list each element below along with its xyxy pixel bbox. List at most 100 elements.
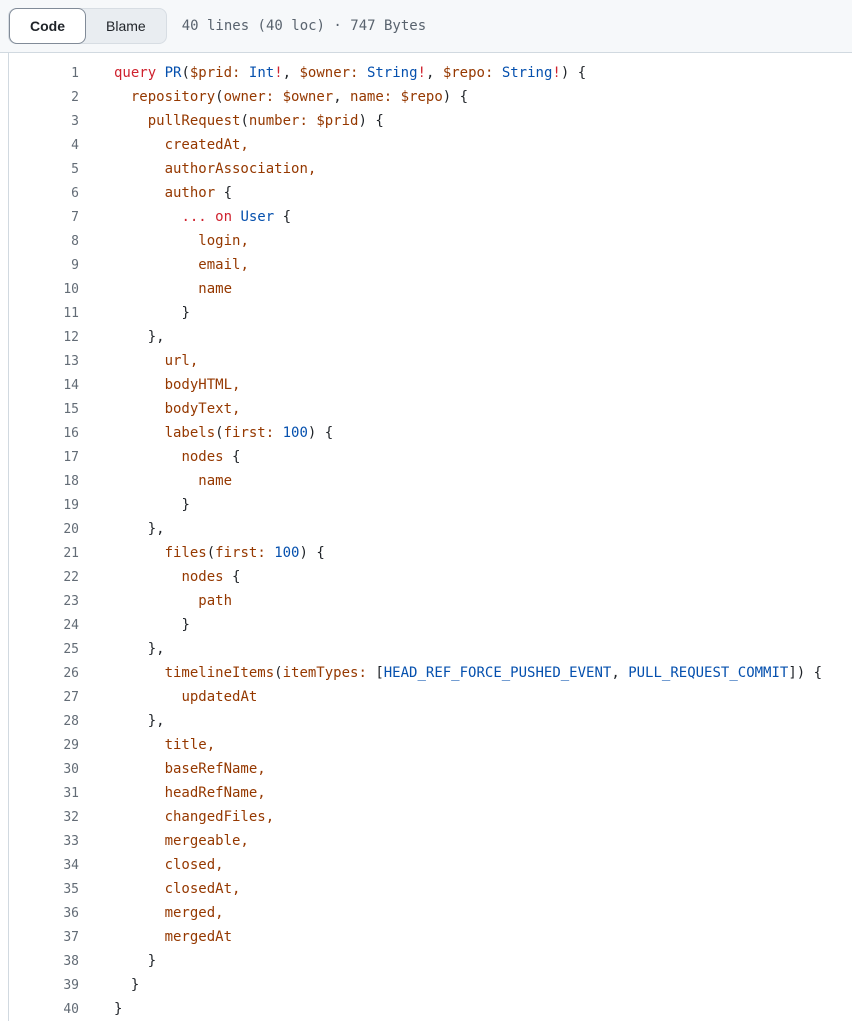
line-number[interactable]: 5 [71,161,79,177]
line-number[interactable]: 14 [63,377,79,393]
code-line: 6 author { [9,181,852,205]
code-line: 11 } [9,301,852,325]
line-content: name [198,473,233,489]
line-content: query PR($prid: Int!, $owner: String!, $… [114,65,587,81]
code-line: 3 pullRequest(number: $prid) { [9,109,852,133]
code-line: 18 name [9,469,852,493]
line-number[interactable]: 1 [71,65,79,81]
line-content: pullRequest(number: $prid) { [147,113,384,129]
line-content: }, [147,641,165,657]
code-line: 9 email, [9,253,852,277]
line-number[interactable]: 34 [63,857,79,873]
tab-blame[interactable]: Blame [86,8,166,44]
line-number[interactable]: 8 [71,233,79,249]
line-number[interactable]: 9 [71,257,79,273]
code-line: 19 } [9,493,852,517]
line-content: login, [198,233,249,249]
line-number[interactable]: 30 [63,761,79,777]
code-line: 7 ... on User { [9,205,852,229]
line-number[interactable]: 20 [63,521,79,537]
line-number[interactable]: 18 [63,473,79,489]
line-number[interactable]: 28 [63,713,79,729]
line-number[interactable]: 26 [63,665,79,681]
line-number[interactable]: 6 [71,185,79,201]
line-number[interactable]: 16 [63,425,79,441]
line-number[interactable]: 31 [63,785,79,801]
code-line: 1 query PR($prid: Int!, $owner: String!, … [9,61,852,85]
line-number[interactable]: 38 [63,953,79,969]
code-line: 30 baseRefName, [9,757,852,781]
code-line: 24 } [9,613,852,637]
line-number[interactable]: 36 [63,905,79,921]
line-content: }, [147,521,165,537]
line-number[interactable]: 27 [63,689,79,705]
line-content: } [181,305,190,321]
code-line: 31 headRefName, [9,781,852,805]
line-number[interactable]: 7 [71,209,79,225]
line-number[interactable]: 19 [63,497,79,513]
code-lines: 1 query PR($prid: Int!, $owner: String!, … [9,61,852,1021]
code-line: 38 } [9,949,852,973]
line-number[interactable]: 40 [63,1001,79,1017]
line-number[interactable]: 12 [63,329,79,345]
code-line: 29 title, [9,733,852,757]
code-line: 15 bodyText, [9,397,852,421]
code-line: 16 labels(first: 100) { [9,421,852,445]
line-number[interactable]: 24 [63,617,79,633]
code-line: 27 updatedAt [9,685,852,709]
line-number[interactable]: 23 [63,593,79,609]
tab-code[interactable]: Code [9,8,86,44]
line-content: email, [198,257,249,273]
line-content: updatedAt [181,689,258,705]
line-number[interactable]: 33 [63,833,79,849]
line-content: } [130,977,140,993]
code-line: 40} [9,997,852,1021]
line-number[interactable]: 29 [63,737,79,753]
line-content: headRefName, [164,785,266,801]
code-line: 37 mergedAt [9,925,852,949]
line-number[interactable]: 3 [71,113,79,129]
line-number[interactable]: 13 [63,353,79,369]
code-line: 14 bodyHTML, [9,373,852,397]
code-line: 39 } [9,973,852,997]
line-content: authorAssociation, [164,161,317,177]
line-number[interactable]: 32 [63,809,79,825]
line-number[interactable]: 37 [63,929,79,945]
line-content: files(first: 100) { [164,545,325,561]
line-number[interactable]: 21 [63,545,79,561]
line-content: } [181,497,190,513]
line-number[interactable]: 15 [63,401,79,417]
code-panel: 1 query PR($prid: Int!, $owner: String!, … [8,53,852,1021]
line-number[interactable]: 2 [71,89,79,105]
file-meta: 40 lines (40 loc) · 747 Bytes [181,18,427,34]
line-number[interactable]: 4 [71,137,79,153]
code-line: 13 url, [9,349,852,373]
line-content: }, [147,713,165,729]
line-number[interactable]: 17 [63,449,79,465]
line-content: name [198,281,233,297]
line-content: changedFiles, [164,809,275,825]
code-blame-switcher: Code Blame [8,8,167,44]
code-line: 12 }, [9,325,852,349]
line-number[interactable]: 22 [63,569,79,585]
line-content: timelineItems(itemTypes: [HEAD_REF_FORCE… [164,665,823,681]
code-line: 33 mergeable, [9,829,852,853]
line-number[interactable]: 11 [63,305,79,321]
code-line: 32 changedFiles, [9,805,852,829]
code-line: 35 closedAt, [9,877,852,901]
code-line: 34 closed, [9,853,852,877]
line-number[interactable]: 25 [63,641,79,657]
line-number[interactable]: 35 [63,881,79,897]
code-line: 17 nodes { [9,445,852,469]
line-content: } [114,1001,123,1017]
line-content: title, [164,737,216,753]
line-content: } [147,953,157,969]
line-content: mergedAt [164,929,233,945]
line-number[interactable]: 39 [63,977,79,993]
line-content: nodes { [181,569,241,585]
line-number[interactable]: 10 [63,281,79,297]
code-line: 2 repository(owner: $owner, name: $repo)… [9,85,852,109]
line-content: closed, [164,857,224,873]
code-line: 8 login, [9,229,852,253]
